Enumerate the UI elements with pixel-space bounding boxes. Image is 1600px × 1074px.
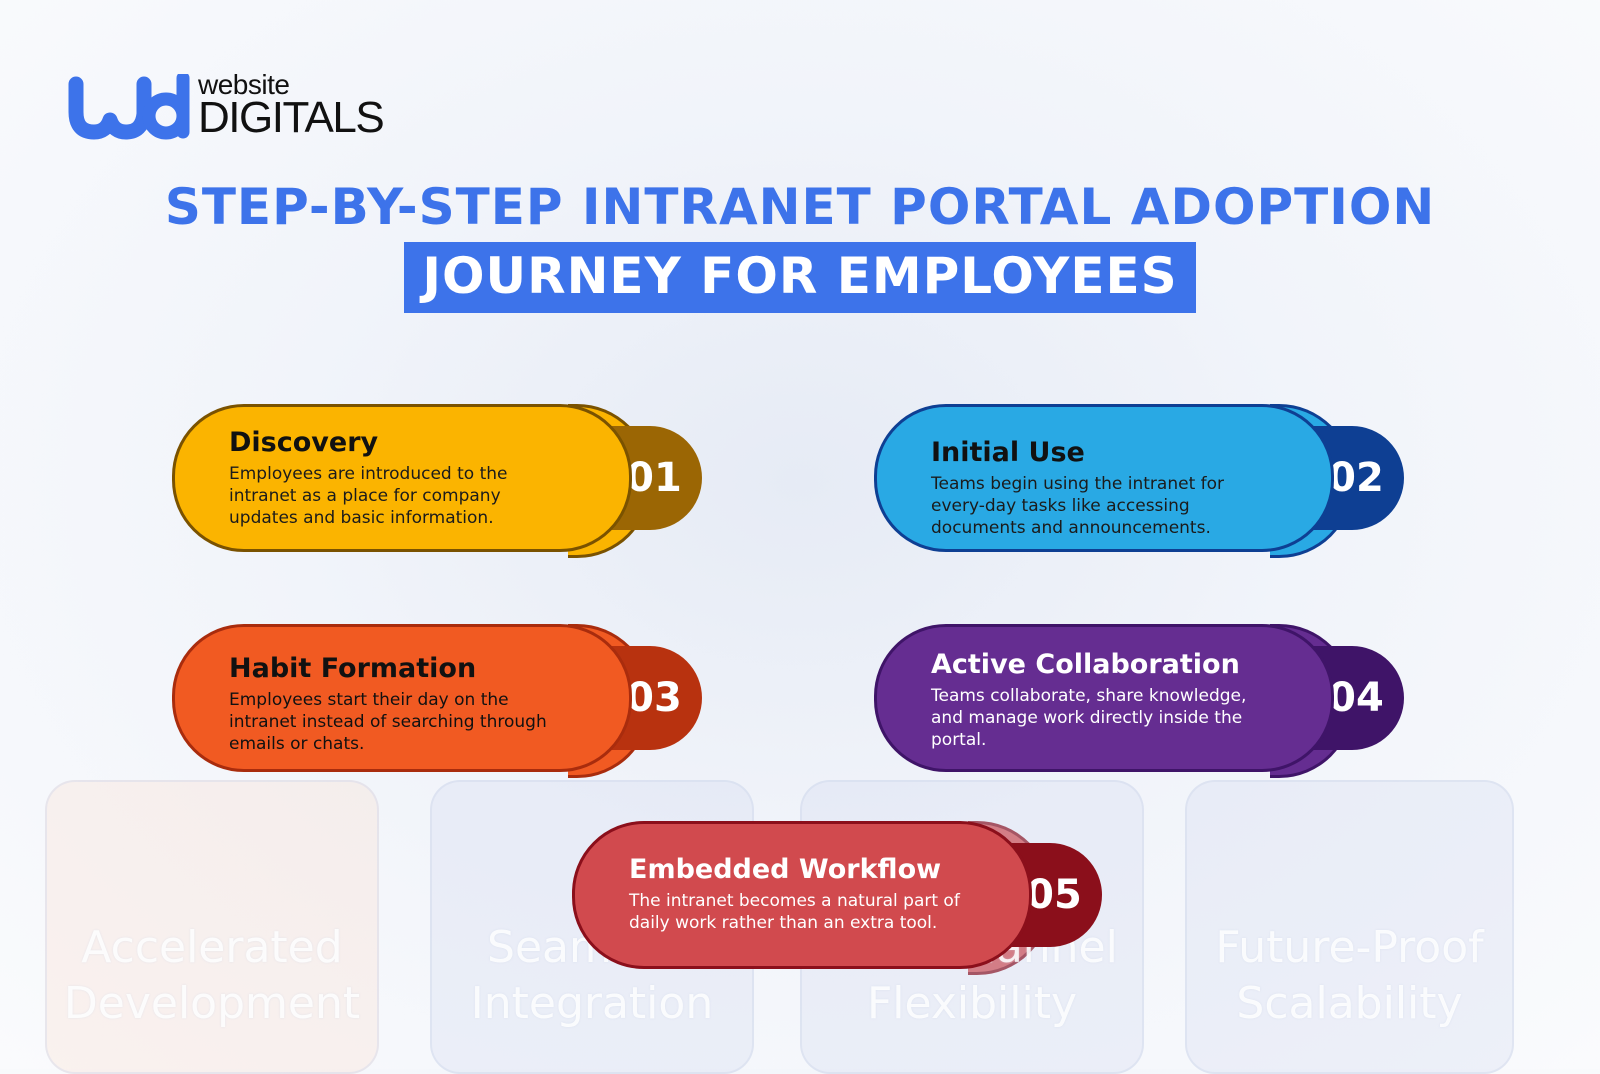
step-description: Employees are introduced to the intranet… <box>229 464 508 528</box>
step-pill: Discovery Employees are introduced to th… <box>172 404 651 558</box>
step-title: Embedded Workflow <box>629 854 942 885</box>
step-description: The intranet becomes a natural part of d… <box>629 891 960 933</box>
step-number: 02 <box>1328 455 1384 501</box>
page-title-line-1: STEP-BY-STEP INTRANET PORTAL ADOPTION <box>164 178 1436 236</box>
wd-logo-icon <box>68 74 190 140</box>
step-card-05: 05 Embedded Workflow The intranet become… <box>572 821 1102 975</box>
step-number: 04 <box>1328 675 1384 721</box>
step-pill: Habit Formation Employees start their da… <box>172 624 651 778</box>
step-title: Initial Use <box>931 437 1085 468</box>
brand-logo[interactable]: website DIGITALS <box>68 69 385 142</box>
page-title-line-2-wrap: JOURNEY FOR EMPLOYEES <box>0 242 1600 313</box>
logo-line-digitals: DIGITALS <box>198 93 385 142</box>
step-description: Employees start their day on the intrane… <box>229 690 547 754</box>
logo-line-website: website <box>198 69 290 100</box>
logo-wordmark: website DIGITALS <box>198 69 385 142</box>
step-pill: Active Collaboration Teams collaborate, … <box>874 624 1353 778</box>
step-title: Active Collaboration <box>931 649 1240 680</box>
page-title-line-2: JOURNEY FOR EMPLOYEES <box>404 242 1196 313</box>
step-number: 01 <box>626 455 682 501</box>
step-card-03: 03 Habit Formation Employees start their… <box>172 624 702 778</box>
step-title: Habit Formation <box>229 653 477 684</box>
step-number: 03 <box>626 675 682 721</box>
step-card-01: 01 Discovery Employees are introduced to… <box>172 404 702 558</box>
step-number: 05 <box>1026 872 1082 918</box>
step-card-02: 02 Initial Use Teams begin using the int… <box>874 404 1404 558</box>
step-description: Teams begin using the intranet for every… <box>931 474 1225 538</box>
step-title: Discovery <box>229 427 379 458</box>
step-card-04: 04 Active Collaboration Teams collaborat… <box>874 624 1404 778</box>
step-description: Teams collaborate, share knowledge, and … <box>931 686 1247 750</box>
step-pill: Initial Use Teams begin using the intran… <box>874 404 1353 558</box>
step-pill: Embedded Workflow The intranet becomes a… <box>572 821 1051 975</box>
